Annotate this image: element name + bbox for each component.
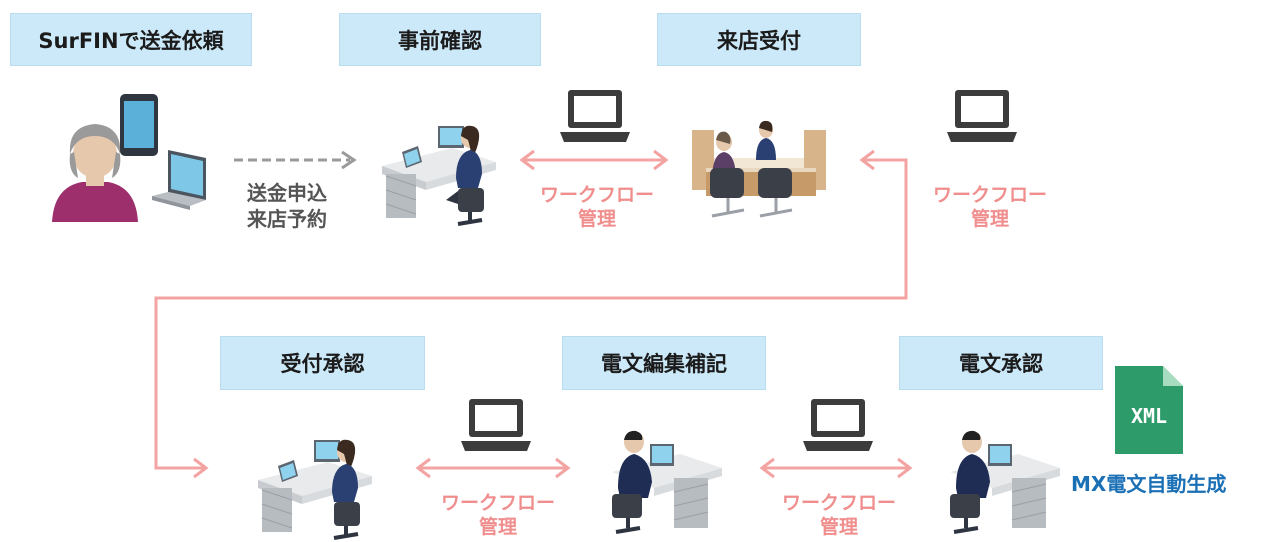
step-edit-label: 電文編集補記 xyxy=(601,352,727,376)
workflow-line2: 管理 xyxy=(577,208,616,230)
customer-action-line1: 送金申込 xyxy=(247,181,327,205)
step-request: SurFINで送金依頼 xyxy=(10,13,252,66)
step-approval: 受付承認 xyxy=(220,336,425,390)
laptop-icon xyxy=(803,399,873,451)
office-worker-female-icon xyxy=(258,439,372,540)
step-msg-approval-label: 電文承認 xyxy=(959,352,1043,376)
step-precheck: 事前確認 xyxy=(339,13,541,66)
office-worker-male-icon xyxy=(612,430,722,534)
step-reception-label: 来店受付 xyxy=(717,28,801,53)
workflow-line2: 管理 xyxy=(478,516,517,538)
step-msg-approval: 電文承認 xyxy=(899,336,1103,390)
workflow-line2: 管理 xyxy=(970,208,1009,230)
step-edit: 電文編集補記 xyxy=(562,336,766,390)
laptop-icon xyxy=(560,90,630,142)
step-request-label: SurFINで送金依頼 xyxy=(38,28,224,53)
workflow-label-bottom-right: ワークフロー管理 xyxy=(769,491,909,539)
xml-file-label: XML xyxy=(1130,404,1168,428)
step-precheck-label: 事前確認 xyxy=(398,28,482,53)
workflow-line1: ワークフロー xyxy=(932,184,1047,206)
double-arrow-bottom-left xyxy=(415,457,571,479)
laptop-icon xyxy=(947,90,1017,142)
dashed-arrow-head xyxy=(341,150,357,170)
return-path-arrow xyxy=(154,149,908,479)
workflow-line1: ワークフロー xyxy=(539,184,654,206)
workflow-label-top-right: ワークフロー管理 xyxy=(920,183,1060,231)
customer-action-text: 送金申込 来店予約 xyxy=(247,180,327,232)
step-approval-label: 受付承認 xyxy=(280,352,365,376)
reception-counter-icon xyxy=(692,120,826,218)
laptop-icon xyxy=(461,399,531,451)
workflow-line2: 管理 xyxy=(819,516,858,538)
double-arrow-bottom-right xyxy=(759,457,913,479)
step-reception: 来店受付 xyxy=(657,13,861,66)
office-worker-male-icon xyxy=(950,430,1060,534)
workflow-label-bottom-left: ワークフロー管理 xyxy=(428,491,568,539)
workflow-label-top-left: ワークフロー管理 xyxy=(527,183,667,231)
workflow-line1: ワークフロー xyxy=(440,492,555,514)
customer-icon xyxy=(52,94,206,222)
double-arrow-top xyxy=(519,149,669,171)
xml-file-icon: XML xyxy=(1115,366,1183,454)
customer-action-line2: 来店予約 xyxy=(247,207,327,231)
workflow-line1: ワークフロー xyxy=(781,492,896,514)
office-worker-female-icon xyxy=(382,125,496,226)
mx-output-label: MX電文自動生成 xyxy=(1071,472,1227,496)
